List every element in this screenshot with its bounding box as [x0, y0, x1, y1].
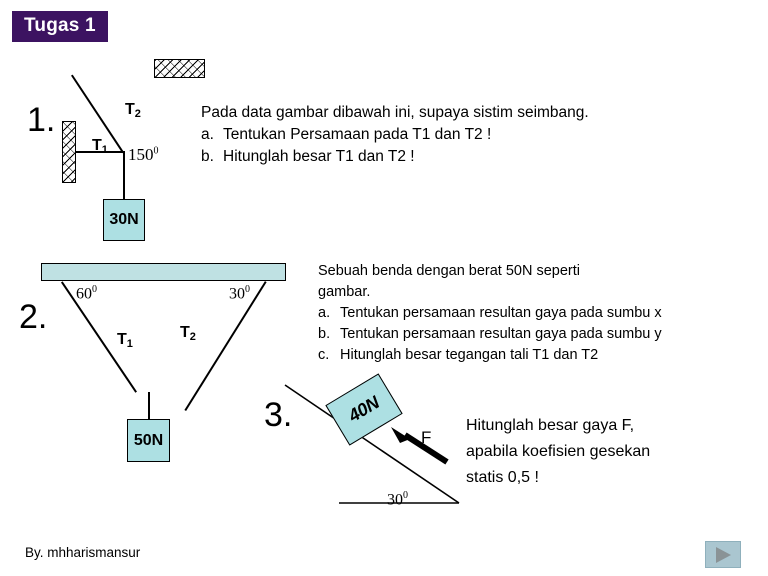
- ceiling-support-block-1: [154, 59, 205, 78]
- rope-weight-problem-1: [123, 151, 125, 200]
- weight-box-30n: 30N: [103, 199, 145, 241]
- problem-1-number: 1.: [27, 101, 56, 139]
- inclined-plane-problem-3: [283, 383, 461, 507]
- problem-2-intro-line-2: gambar.: [318, 284, 371, 300]
- rope-t2-problem-2: [184, 281, 267, 412]
- problem-2-intro-line-1: Sebuah benda dengan berat 50N seperti: [318, 263, 581, 279]
- problem-1-item-a: a.Tentukan Persamaan pada T1 dan T2 !: [201, 126, 492, 143]
- rope-label-t2-problem-1: T2: [125, 101, 141, 120]
- problem-3-number: 3.: [264, 396, 293, 434]
- play-triangle-icon: [716, 546, 731, 563]
- problem-1-intro: Pada data gambar dibawah ini, supaya sis…: [201, 104, 589, 121]
- problem-3-line-2: apabila koefisien gesekan: [466, 443, 651, 460]
- problem-3-line-1: Hitunglah besar gaya F,: [466, 417, 635, 434]
- rope-label-t2-problem-2: T2: [180, 324, 196, 343]
- problem-2-text: Sebuah benda dengan berat 50N seperti ga…: [318, 261, 662, 366]
- problem-2-item-c: c.Hitunglah besar tegangan tali T1 dan T…: [318, 347, 599, 363]
- angle-label-150-problem-1: 1500: [128, 145, 159, 164]
- footer-credit: By. mhharismansur: [25, 545, 141, 560]
- problem-2-item-a: a.Tentukan persamaan resultan gaya pada …: [318, 305, 662, 321]
- next-slide-button[interactable]: [705, 541, 741, 568]
- angle-label-30-problem-2: 300: [229, 284, 250, 303]
- problem-3-line-3: statis 0,5 !: [466, 469, 539, 486]
- problem-1-item-b: b.Hitunglah besar T1 dan T2 !: [201, 148, 415, 165]
- problem-2-number: 2.: [19, 298, 48, 336]
- slide-title-badge: Tugas 1: [12, 11, 108, 42]
- problem-3-text: Hitunglah besar gaya F, apabila koefisie…: [466, 413, 650, 491]
- weight-box-50n: 50N: [127, 419, 170, 462]
- force-label-f: F: [421, 428, 432, 447]
- problem-2-item-b: b.Tentukan persamaan resultan gaya pada …: [318, 326, 662, 342]
- rope-t1-problem-1: [76, 151, 123, 153]
- angle-label-60-problem-2: 600: [76, 284, 97, 303]
- problem-1-text: Pada data gambar dibawah ini, supaya sis…: [201, 102, 589, 168]
- rope-label-t1-problem-2: T1: [117, 331, 133, 350]
- rope-weight-problem-2: [148, 392, 150, 420]
- ceiling-bar-problem-2: [41, 263, 286, 281]
- rope-label-t1-problem-1: T1: [92, 137, 108, 156]
- wall-support-block-1: [62, 121, 76, 183]
- angle-label-30-problem-3: 300: [387, 490, 408, 509]
- force-arrow-f: [389, 424, 451, 466]
